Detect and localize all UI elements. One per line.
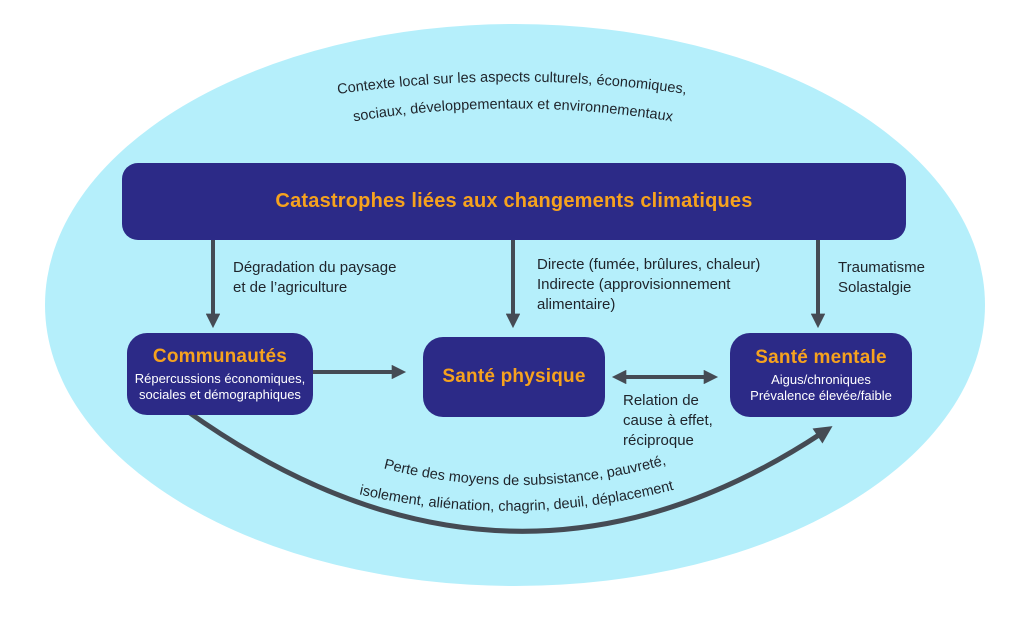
node-communautes-title: Communautés (152, 345, 288, 367)
context-arc-text2: sociaux, développementaux et environneme… (352, 96, 675, 125)
edge-label-traumatisme: Traumatisme Solastalgie (838, 259, 925, 296)
edge-label-relation-reciproque: Relation de cause à effet, réciproque (623, 392, 713, 449)
node-sante-physique: Santé physique (423, 337, 605, 417)
node-catastrophes-title: Catastrophes liées aux changements clima… (275, 190, 753, 212)
node-sante-mentale-subtitle: Aigus/chroniques Prévalence élevée/faibl… (750, 371, 892, 403)
loss-arc-line1: Perte des moyens de subsistance, pauvret… (382, 453, 667, 489)
context-arc-line1: Contexte local sur les aspects culturels… (336, 69, 688, 97)
arrow-communautes-to-sante-mentale-curved (185, 408, 833, 534)
context-arc-text: Contexte local sur les aspects culturels… (336, 69, 688, 97)
context-arc-line2: sociaux, développementaux et environneme… (352, 96, 675, 125)
edge-label-degradation: Dégradation du paysage et de l’agricultu… (233, 259, 397, 296)
node-sante-physique-title: Santé physique (442, 366, 586, 387)
edge-label-directe-indirecte: Directe (fumée, brûlures, chaleur) Indir… (537, 256, 761, 313)
node-communautes: Communautés Répercussions économiques, s… (127, 333, 313, 415)
node-communautes-subtitle: Répercussions économiques, sociales et d… (134, 370, 306, 402)
node-sante-mentale: Santé mentale Aigus/chroniques Prévalenc… (730, 333, 912, 417)
loss-arc-text: Perte des moyens de subsistance, pauvret… (382, 453, 667, 489)
node-sante-mentale-title: Santé mentale (755, 346, 887, 368)
node-catastrophes: Catastrophes liées aux changements clima… (122, 163, 906, 240)
